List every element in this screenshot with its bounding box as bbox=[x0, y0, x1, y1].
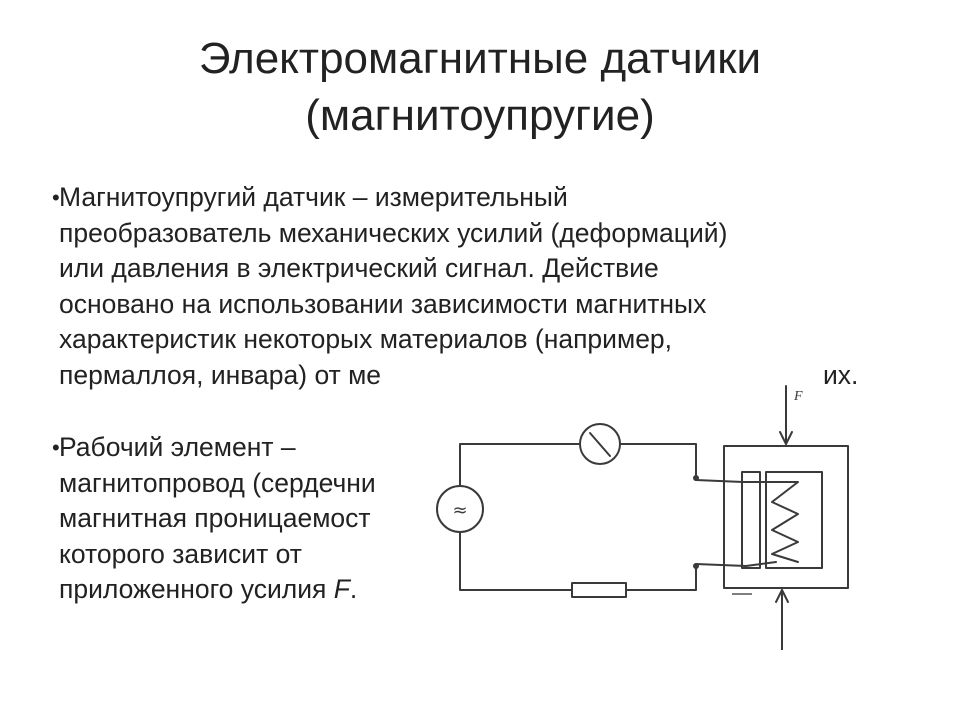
bullet-1-line-4: основано на использовании зависимости ма… bbox=[59, 288, 707, 319]
bullet-1-line-2: преобразователь механических усилий (деф… bbox=[59, 217, 728, 248]
bullet-1-line-6-start: пермаллоя, инвара) от ме bbox=[59, 359, 382, 390]
meter-needle bbox=[589, 432, 611, 457]
force-arrow-bottom-head bbox=[775, 589, 789, 603]
bullet-2-line-2: магнитопровод (сердечни bbox=[59, 467, 376, 498]
terminal-dot bbox=[693, 475, 699, 481]
meter-icon bbox=[579, 423, 621, 465]
wire-left bbox=[459, 532, 573, 591]
force-symbol: F bbox=[333, 574, 350, 604]
title-line-1: Электромагнитные датчики bbox=[198, 34, 762, 83]
slide-title: Электромагнитные датчики (магнитоупругие… bbox=[0, 30, 960, 144]
terminal-dot bbox=[693, 563, 699, 569]
bullet-2-line-5: приложенного усилия F. bbox=[59, 572, 376, 608]
core-window bbox=[765, 471, 823, 569]
bullet-marker: • bbox=[52, 185, 60, 210]
wire-top-right bbox=[619, 443, 697, 476]
bullet-2-line-4: которого зависит от bbox=[59, 538, 302, 569]
diagram-background bbox=[442, 418, 860, 650]
bullet-1-line-5: характеристик некоторых материалов (напр… bbox=[59, 324, 673, 354]
bullet-working-element: • Рабочий элемент – магнитопровод (серде… bbox=[52, 430, 376, 608]
wire-bottom-right bbox=[625, 566, 697, 591]
bullet-1-line-6: пермаллоя, инвара) от ме их. bbox=[59, 358, 858, 394]
core-left-limb bbox=[741, 471, 761, 569]
end-punct: . bbox=[349, 574, 358, 604]
resistor-icon bbox=[571, 582, 627, 598]
wire-top bbox=[459, 443, 581, 486]
bullet-marker: • bbox=[52, 435, 60, 460]
force-label: F bbox=[793, 389, 803, 404]
bullet-1-line-6-end: их. bbox=[823, 359, 859, 390]
bullet-2-line-3: магнитная проницаемост bbox=[59, 503, 371, 533]
bullet-2-line-5-text: приложенного усилия bbox=[59, 574, 334, 604]
force-arrow-top-head bbox=[779, 431, 793, 445]
core-outer bbox=[723, 445, 849, 589]
bullet-2-line-1: Рабочий элемент – bbox=[59, 432, 296, 462]
bullet-1-line-3: или давления в электрический сигнал. Дей… bbox=[59, 253, 659, 283]
ac-source-symbol: ≈ bbox=[452, 500, 467, 521]
bullet-1-line-1: Магнитоупругий датчик – измерительный bbox=[59, 182, 568, 212]
coil-winding bbox=[771, 481, 799, 563]
ac-source-icon bbox=[436, 485, 484, 533]
magnetoelastic-sensor-circuit: ≈ F bbox=[436, 385, 860, 650]
title-line-2: (магнитоупругие) bbox=[305, 91, 655, 140]
bullet-definition: • Магнитоупругий датчик – измерительный … bbox=[52, 180, 858, 394]
